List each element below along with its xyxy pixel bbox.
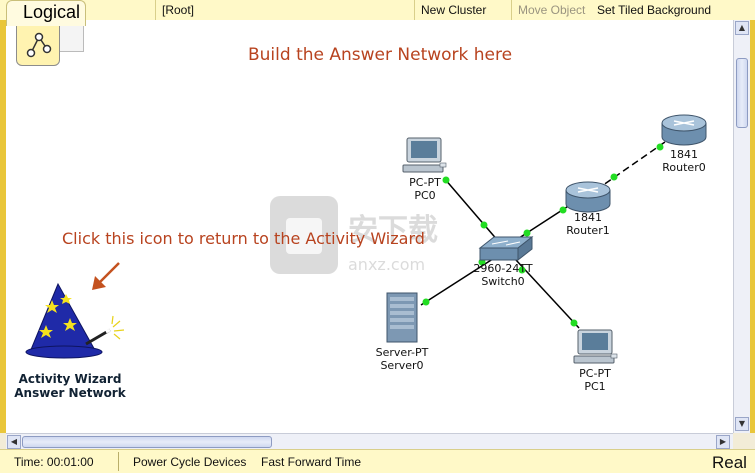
router1-router-icon[interactable] bbox=[565, 181, 611, 213]
vertical-scroll-thumb[interactable] bbox=[736, 58, 748, 128]
cluster-navigation-icon[interactable] bbox=[16, 20, 60, 66]
router1-name: Router1 bbox=[566, 224, 610, 237]
watermark-logo-icon: 安下载 anxz.com bbox=[270, 196, 438, 274]
pc0-name: PC0 bbox=[414, 189, 436, 202]
pc1-pc-icon[interactable] bbox=[573, 329, 618, 364]
pc1-name: PC1 bbox=[584, 380, 606, 393]
server0-model: Server-PT bbox=[375, 346, 429, 359]
scroll-up-arrow-icon[interactable]: ▲ bbox=[735, 21, 749, 35]
frame-edge bbox=[749, 20, 755, 433]
link-light bbox=[442, 176, 450, 184]
wizard-label-line1: Activity Wizard bbox=[18, 372, 122, 386]
link-server0-switch0[interactable] bbox=[420, 254, 500, 306]
power-cycle-devices-button[interactable]: Power Cycle Devices bbox=[133, 455, 247, 469]
router0-router-icon[interactable] bbox=[661, 114, 707, 146]
link-light bbox=[422, 298, 430, 306]
router0-model: 1841 bbox=[670, 148, 698, 161]
svg-text:安下载: 安下载 bbox=[348, 213, 438, 248]
move-object-button: Move Object bbox=[511, 0, 593, 20]
router1-model: 1841 bbox=[574, 211, 602, 224]
wizard-label-line2: Answer Network bbox=[14, 386, 126, 400]
switch0-model: 2960-24TT bbox=[473, 262, 533, 275]
router0-name: Router0 bbox=[662, 161, 706, 174]
set-tiled-background-button[interactable]: Set Tiled Background bbox=[597, 3, 712, 17]
pc1-model: PC-PT bbox=[579, 367, 611, 380]
status-divider bbox=[118, 452, 119, 471]
link-light bbox=[610, 173, 618, 181]
arrow-down-left-icon bbox=[92, 262, 120, 290]
canvas-heading: Build the Answer Network here bbox=[248, 45, 513, 65]
pc1-label[interactable]: PC-PT PC1 bbox=[573, 367, 617, 393]
router0-label[interactable]: 1841 Router0 bbox=[658, 148, 710, 174]
watermark-text: anxz.com bbox=[348, 255, 425, 274]
realtime-mode-tab[interactable]: Real bbox=[712, 453, 747, 472]
server0-name: Server0 bbox=[380, 359, 424, 372]
link-light bbox=[570, 319, 578, 327]
switch0-switch-icon[interactable] bbox=[478, 235, 534, 262]
link-switch0-pc1[interactable] bbox=[515, 259, 580, 329]
horizontal-scrollbar[interactable]: ◀ ▶ bbox=[6, 433, 733, 450]
link-light bbox=[559, 206, 567, 214]
link-light bbox=[518, 266, 526, 274]
activity-wizard-icon[interactable] bbox=[25, 282, 125, 359]
switch0-name: Switch0 bbox=[481, 275, 525, 288]
vertical-scrollbar[interactable]: ▲ ▼ bbox=[733, 20, 750, 433]
router1-label[interactable]: 1841 Router1 bbox=[562, 211, 614, 237]
pc0-label[interactable]: PC-PT PC0 bbox=[403, 176, 447, 202]
scrollbar-corner bbox=[733, 433, 755, 449]
fast-forward-time-button[interactable]: Fast Forward Time bbox=[261, 455, 362, 469]
logical-workspace-canvas[interactable] bbox=[0, 20, 733, 433]
scroll-down-arrow-icon[interactable]: ▼ bbox=[735, 417, 749, 431]
wizard-hint-text: Click this icon to return to the Activit… bbox=[62, 229, 425, 248]
network-topology: 安下载 anxz.com bbox=[25, 114, 707, 364]
realtime-statusbar: Time: 00:01:00 Power Cycle Devices Fast … bbox=[0, 449, 755, 473]
scroll-right-arrow-icon[interactable]: ▶ bbox=[716, 435, 730, 449]
link-light bbox=[523, 229, 531, 237]
logical-workspace-tab[interactable]: Logical bbox=[6, 0, 86, 26]
link-pc0-switch0[interactable] bbox=[443, 177, 500, 243]
link-router1-router0[interactable] bbox=[595, 141, 666, 191]
workspace-toolbar: Logical [Root] New Cluster Move Object S… bbox=[0, 0, 755, 26]
server0-label[interactable]: Server-PT Server0 bbox=[370, 346, 434, 372]
scroll-left-arrow-icon[interactable]: ◀ bbox=[7, 435, 21, 449]
link-lights bbox=[422, 143, 664, 327]
pc0-model: PC-PT bbox=[409, 176, 441, 189]
horizontal-scroll-thumb[interactable] bbox=[22, 436, 272, 448]
new-cluster-button[interactable]: New Cluster bbox=[414, 0, 508, 20]
root-breadcrumb[interactable]: [Root] bbox=[155, 0, 405, 20]
link-light bbox=[480, 221, 488, 229]
link-light bbox=[656, 143, 664, 151]
pc0-pc-icon[interactable] bbox=[402, 137, 447, 173]
switch0-label[interactable]: 2960-24TT Switch0 bbox=[468, 262, 538, 288]
simulation-time: Time: 00:01:00 bbox=[14, 455, 94, 469]
server0-server-icon[interactable] bbox=[386, 292, 418, 343]
activity-wizard-label[interactable]: Activity Wizard Answer Network bbox=[10, 372, 130, 400]
